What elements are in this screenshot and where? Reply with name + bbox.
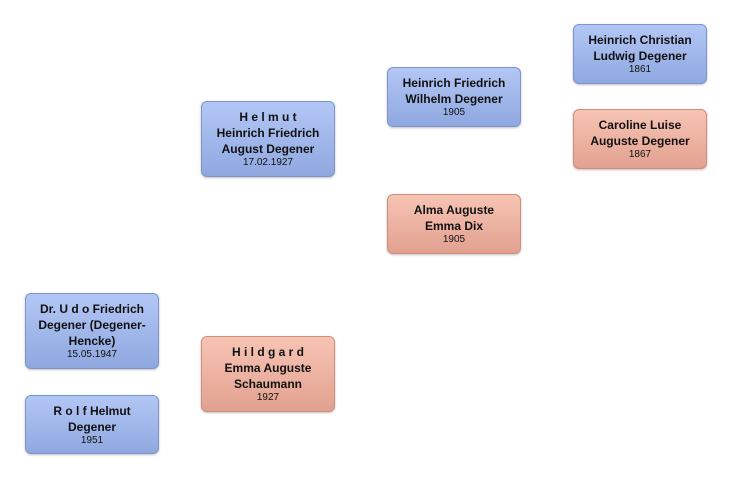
- person-name: Heinrich Friedrich Wilhelm Degener: [402, 76, 506, 106]
- person-name: Dr. U d o Friedrich Degener (Degener- He…: [38, 302, 146, 348]
- person-name: H i l d g a r d Emma Auguste Schaumann: [224, 345, 312, 391]
- person-card-caroline[interactable]: Caroline Luise Auguste Degener 1867: [573, 109, 707, 169]
- person-name: Heinrich Christian Ludwig Degener: [588, 33, 692, 63]
- person-date: 1867: [628, 149, 652, 160]
- person-date: 1927: [256, 392, 280, 403]
- person-name: Caroline Luise Auguste Degener: [590, 118, 690, 148]
- person-card-heinrich-friedrich-wilhelm[interactable]: Heinrich Friedrich Wilhelm Degener 1905: [387, 67, 521, 127]
- person-card-hildgard[interactable]: H i l d g a r d Emma Auguste Schaumann 1…: [201, 336, 335, 412]
- person-card-heinrich-christian-ludwig[interactable]: Heinrich Christian Ludwig Degener 1861: [573, 24, 707, 84]
- person-date: 17.02.1927: [242, 157, 294, 168]
- person-name: R o l f Helmut Degener: [53, 403, 131, 434]
- person-card-rolf[interactable]: R o l f Helmut Degener 1951: [25, 395, 159, 454]
- person-date: 1905: [442, 107, 466, 118]
- person-card-udo[interactable]: Dr. U d o Friedrich Degener (Degener- He…: [25, 293, 159, 369]
- person-name: H e l m u t Heinrich Friedrich August De…: [216, 110, 320, 156]
- person-card-helmut[interactable]: H e l m u t Heinrich Friedrich August De…: [201, 101, 335, 177]
- person-date: 1905: [442, 234, 466, 245]
- person-date: 1861: [628, 64, 652, 75]
- person-date: 15.05.1947: [66, 349, 118, 360]
- person-card-alma[interactable]: Alma Auguste Emma Dix 1905: [387, 194, 521, 254]
- person-name: Alma Auguste Emma Dix: [413, 203, 495, 233]
- person-date: 1951: [80, 434, 104, 446]
